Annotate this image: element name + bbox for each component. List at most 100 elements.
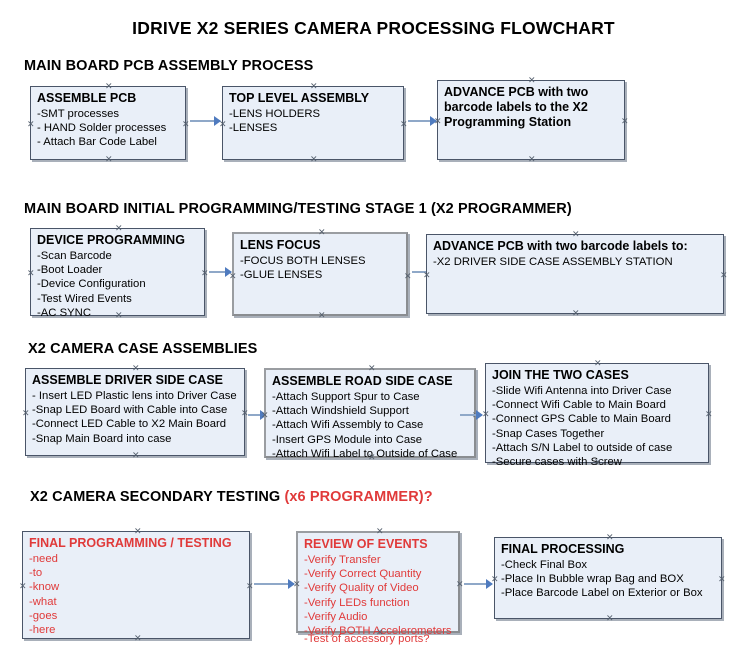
resize-handle-top[interactable] xyxy=(105,83,112,90)
resize-handle-right[interactable] xyxy=(182,121,189,128)
resize-handle-bottom[interactable] xyxy=(376,629,383,636)
resize-handle-right[interactable] xyxy=(400,121,407,128)
resize-handle-top[interactable] xyxy=(318,229,325,236)
node-line: -SMT processes xyxy=(37,108,120,120)
node-line: - HAND Solder processes xyxy=(37,122,167,135)
connector-device-programming-to-lens-focus xyxy=(209,271,231,273)
node-final-programming-testing[interactable]: FINAL PROGRAMMING / TESTING -need -to -k… xyxy=(22,531,250,639)
node-line: -here xyxy=(29,624,56,637)
node-join-the-two-cases[interactable]: JOIN THE TWO CASES -Slide Wifi Antenna i… xyxy=(482,360,712,468)
resize-handle-bottom[interactable] xyxy=(594,459,601,466)
resize-handle-top[interactable] xyxy=(132,365,139,372)
node-assemble-driver-side-case[interactable]: ASSEMBLE DRIVER SIDE CASE - Insert LED P… xyxy=(25,368,245,456)
section-title-main-board-pcb-assembly: MAIN BOARD PCB ASSEMBLY PROCESS xyxy=(24,58,314,74)
node-line: -AC SYNC xyxy=(37,306,91,319)
resize-handle-bottom[interactable] xyxy=(310,156,317,163)
node-lens-focus[interactable]: LENS FOCUS -FOCUS BOTH LENSES -GLUE LENS… xyxy=(232,232,408,316)
node-line: -GLUE LENSES xyxy=(240,269,323,282)
node-top-level-assembly[interactable]: TOP LEVEL ASSEMBLY -LENS HOLDERS -LENSES xyxy=(222,86,404,160)
resize-handle-left[interactable] xyxy=(293,581,300,588)
resize-handle-left[interactable] xyxy=(434,118,441,125)
resize-handle-left[interactable] xyxy=(27,270,34,277)
node-line: -Device Configuration xyxy=(37,278,146,291)
resize-handle-left[interactable] xyxy=(229,273,236,280)
node-assemble-road-side-case[interactable]: ASSEMBLE ROAD SIDE CASE -Attach Support … xyxy=(261,365,476,461)
node-line: -Verify Correct Quantity xyxy=(304,568,422,581)
resize-handle-bottom[interactable] xyxy=(572,310,579,317)
resize-handle-top[interactable] xyxy=(115,225,122,232)
node-line: -Snap LED Board with Cable into Case xyxy=(32,404,228,417)
node-line: -need xyxy=(29,553,58,565)
node-title: JOIN THE TWO CASES xyxy=(492,368,629,382)
node-line: -Connect Wifi Cable to Main Board xyxy=(492,399,666,412)
node-line: -Check Final Box xyxy=(501,559,588,571)
node-advance-pcb-to-x2-programming-station[interactable]: ADVANCE PCB with two barcode labels to t… xyxy=(437,80,625,160)
resize-handle-right[interactable] xyxy=(241,410,248,417)
resize-handle-right[interactable] xyxy=(404,273,411,280)
connector-road-case-to-join-cases xyxy=(460,414,482,416)
resize-handle-right[interactable] xyxy=(201,270,208,277)
node-review-of-events[interactable]: REVIEW OF EVENTS -Verify Transfer -Verif… xyxy=(293,528,463,645)
resize-handle-left[interactable] xyxy=(219,121,226,128)
node-line: -Attach Support Spur to Case xyxy=(272,391,420,403)
resize-handle-top[interactable] xyxy=(376,528,383,535)
node-line: -Verify LEDs function xyxy=(304,596,410,609)
node-line: -Attach Wifi Assembly to Case xyxy=(272,419,424,432)
node-assemble-pcb[interactable]: ASSEMBLE PCB -SMT processes - HAND Solde… xyxy=(30,86,186,160)
node-line: -know xyxy=(29,581,60,594)
resize-handle-top[interactable] xyxy=(368,365,375,372)
resize-handle-left[interactable] xyxy=(19,583,26,590)
node-line: -Attach Windshield Support xyxy=(272,405,409,418)
resize-handle-bottom[interactable] xyxy=(368,454,375,461)
resize-handle-left[interactable] xyxy=(423,272,430,279)
node-device-programming[interactable]: DEVICE PROGRAMMING -Scan Barcode -Boot L… xyxy=(27,225,208,319)
resize-handle-bottom[interactable] xyxy=(105,156,112,163)
node-line: -what xyxy=(29,595,57,608)
resize-handle-left[interactable] xyxy=(22,410,29,417)
resize-handle-top[interactable] xyxy=(572,231,579,238)
resize-handle-right[interactable] xyxy=(718,576,725,583)
node-line: -Secure cases with Screw xyxy=(492,456,622,469)
section-title-accent: (x6 PROGRAMMER)? xyxy=(284,489,433,505)
resize-handle-bottom[interactable] xyxy=(606,615,613,622)
resize-handle-top[interactable] xyxy=(528,77,535,84)
resize-handle-right[interactable] xyxy=(705,411,712,418)
resize-handle-top[interactable] xyxy=(310,83,317,90)
resize-handle-top[interactable] xyxy=(134,528,141,535)
resize-handle-bottom[interactable] xyxy=(132,452,139,459)
node-line: - Insert LED Plastic lens into Driver Ca… xyxy=(32,390,237,402)
resize-handle-top[interactable] xyxy=(594,360,601,367)
resize-handle-top[interactable] xyxy=(606,534,613,541)
node-line: -Scan Barcode xyxy=(37,250,112,262)
connector-top-level-assembly-to-advance-pcb xyxy=(408,120,436,122)
node-line-overflow: -Test of accessory ports? xyxy=(304,632,430,645)
node-final-processing[interactable]: FINAL PROCESSING -Check Final Box -Place… xyxy=(494,537,722,619)
node-advance-pcb-to-driver-side-case-station[interactable]: ADVANCE PCB with two barcode labels to: … xyxy=(426,234,724,314)
node-line: -Verify Transfer xyxy=(304,554,381,566)
resize-handle-right[interactable] xyxy=(621,118,628,125)
node-title: LENS FOCUS xyxy=(240,238,321,252)
node-line: -Connect GPS Cable to Main Board xyxy=(492,413,671,426)
node-title: TOP LEVEL ASSEMBLY xyxy=(229,91,370,105)
page-title: IDRIVE X2 SERIES CAMERA PROCESSING FLOWC… xyxy=(132,18,615,38)
resize-handle-bottom[interactable] xyxy=(134,635,141,642)
resize-handle-bottom[interactable] xyxy=(115,312,122,319)
resize-handle-left[interactable] xyxy=(261,412,268,419)
resize-handle-right[interactable] xyxy=(720,272,727,279)
node-line: -goes xyxy=(29,609,58,622)
node-title: FINAL PROGRAMMING / TESTING xyxy=(29,536,232,550)
node-title: ADVANCE PCB with two barcode labels to t… xyxy=(444,85,589,129)
node-title: ASSEMBLE ROAD SIDE CASE xyxy=(272,374,453,388)
node-line: -Place In Bubble wrap Bag and BOX xyxy=(501,573,684,586)
resize-handle-bottom[interactable] xyxy=(528,156,535,163)
resize-handle-left[interactable] xyxy=(482,411,489,418)
resize-handle-left[interactable] xyxy=(491,576,498,583)
resize-handle-right[interactable] xyxy=(246,583,253,590)
node-line: -Boot Loader xyxy=(37,264,103,277)
connector-final-programming-to-review-of-events xyxy=(254,583,294,585)
resize-handle-left[interactable] xyxy=(27,121,34,128)
resize-handle-bottom[interactable] xyxy=(318,312,325,319)
node-title: ASSEMBLE PCB xyxy=(37,91,137,105)
node-line: -Snap Cases Together xyxy=(492,427,605,440)
resize-handle-right[interactable] xyxy=(456,581,463,588)
